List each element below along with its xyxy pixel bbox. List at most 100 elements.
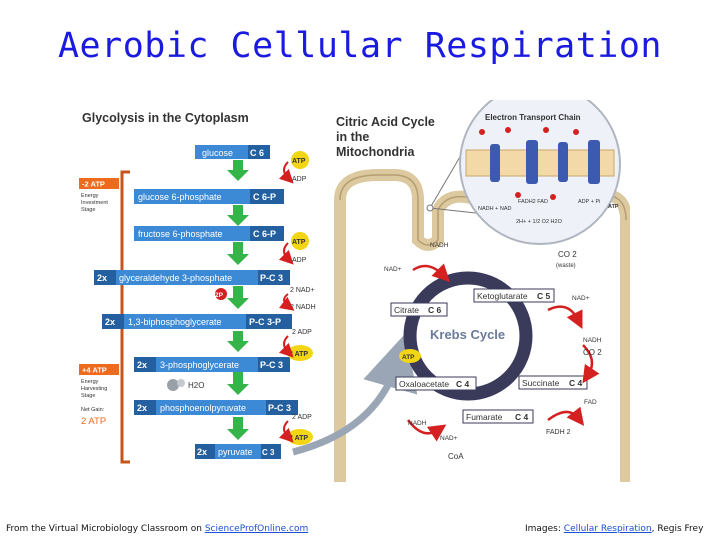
investment-badge: -2 ATP Energy Investment Stage	[79, 178, 119, 213]
etc-inset: Electron Transport Chain NADH + NAD FADH…	[459, 83, 621, 245]
nad-label: NAD+	[572, 295, 590, 302]
nad-label: 2 NAD+	[290, 287, 315, 294]
glycolysis-step: 2x pyruvate C 3	[195, 444, 281, 459]
glycolysis-heading: Glycolysis in the Cytoplasm	[82, 111, 249, 125]
svg-text:C 4: C 4	[569, 378, 583, 388]
adp-label: ADP	[292, 176, 307, 183]
krebs-intermediate: Ketoglutarate C 5	[473, 288, 555, 303]
cofactor-arrows	[407, 263, 600, 442]
glycolysis-step: fructose 6-phosphate C 6-P	[134, 226, 284, 241]
step-carbon: P-C 3-P	[249, 317, 281, 327]
net-gain-label: Net Gain:	[81, 407, 105, 413]
krebs-ring	[403, 271, 533, 401]
nadh-label: NADH	[583, 337, 602, 344]
svg-text:+4 ATP: +4 ATP	[82, 366, 107, 375]
svg-text:Mitochondria: Mitochondria	[336, 145, 416, 159]
step-multiplier: 2x	[137, 360, 147, 370]
glycolysis-step: 2x 1,3-biphosphoglycerate P-C 3-P	[102, 314, 292, 329]
respiration-diagram: Glycolysis in the Cytoplasm glucose C 6 …	[78, 83, 632, 489]
atp-label: ATP	[292, 158, 306, 165]
cellular-respiration-link[interactable]: Cellular Respiration	[563, 524, 652, 534]
phosphate-label: 2P	[215, 292, 224, 299]
net-gain-value: 2 ATP	[81, 416, 106, 427]
water-label: H2O	[188, 381, 204, 390]
nadh-label: NADH	[430, 242, 449, 249]
krebs-intermediate: Succinate C 4	[518, 375, 588, 390]
svg-text:C 5: C 5	[537, 291, 551, 301]
step-carbon: P-C 3	[260, 360, 283, 370]
atp-label: ATP	[402, 354, 415, 361]
scienceprof-link[interactable]: ScienceProfOnline.com	[204, 524, 309, 534]
glycolysis-step: 2x 3-phosphoglycerate P-C 3	[134, 357, 290, 372]
svg-text:in the: in the	[336, 130, 369, 144]
svg-text:ADP + Pi: ADP + Pi	[578, 199, 600, 205]
svg-text:FADH2 FAD: FADH2 FAD	[518, 199, 548, 205]
step-name: phosphoenolpyruvate	[160, 403, 246, 413]
harvest-badge: +4 ATP Energy Harvesting Stage Net Gain:…	[79, 364, 119, 427]
glycolysis-step: glucose 6-phosphate C 6-P	[134, 189, 284, 204]
svg-text:Investment: Investment	[81, 200, 108, 206]
glycolysis-step: 2x phosphoenolpyruvate P-C 3	[134, 400, 298, 415]
glycolysis-panel: Glycolysis in the Cytoplasm glucose C 6 …	[79, 111, 316, 464]
step-multiplier: 2x	[137, 403, 147, 413]
svg-text:Energy: Energy	[81, 193, 99, 199]
step-carbon: C 6-P	[253, 192, 276, 202]
pyruvate-arrow	[292, 333, 418, 456]
svg-text:Harvesting: Harvesting	[81, 386, 107, 392]
svg-text:Ketoglutarate: Ketoglutarate	[477, 291, 528, 301]
step-name: glucose 6-phosphate	[138, 192, 222, 202]
step-name: glucose	[202, 148, 233, 158]
svg-text:Stage: Stage	[81, 207, 95, 213]
co2-label: CO 2	[583, 348, 602, 357]
krebs-heading: Citric Acid Cycle	[336, 115, 435, 129]
co2-label: CO 2	[558, 250, 577, 259]
adp-label: ADP	[292, 257, 307, 264]
step-name: 1,3-biphosphoglycerate	[128, 317, 222, 327]
krebs-intermediate: Citrate C 6	[390, 302, 448, 317]
step-multiplier: 2x	[197, 447, 207, 457]
step-multiplier: 2x	[97, 273, 107, 283]
green-arrows	[227, 160, 249, 440]
atp-label: ATP	[292, 239, 306, 246]
adp-label: 2 ADP	[292, 414, 312, 421]
svg-text:Fumarate: Fumarate	[466, 412, 503, 422]
step-name: fructose 6-phosphate	[138, 229, 223, 239]
svg-text:Oxaloacetate: Oxaloacetate	[399, 379, 449, 389]
footer-credit: From the Virtual Microbiology Classroom …	[6, 524, 309, 534]
step-name: pyruvate	[218, 447, 253, 457]
step-carbon: P-C 3	[260, 273, 283, 283]
step-multiplier: 2x	[105, 317, 115, 327]
slide-title: Aerobic Cellular Respiration	[57, 26, 662, 66]
nadh-label: NADH	[408, 420, 427, 427]
step-carbon: C 6-P	[253, 229, 276, 239]
svg-text:2H+ + 1/2 O2 H2O: 2H+ + 1/2 O2 H2O	[516, 219, 563, 225]
step-name: 3-phosphoglycerate	[160, 360, 239, 370]
krebs-intermediate: Fumarate C 4	[462, 409, 534, 424]
co2-note: (waste)	[556, 263, 576, 269]
glycolysis-step: glucose C 6	[195, 145, 270, 159]
krebs-cycle-label: Krebs Cycle	[430, 327, 505, 342]
fad-label: FAD	[584, 399, 597, 406]
footer-image-credit: Images: Cellular Respiration, Regis Frey	[525, 524, 704, 534]
atp-label: 2 ATP	[289, 351, 308, 358]
coa-label: CoA	[448, 452, 464, 461]
adp-label: 2 ADP	[292, 329, 312, 336]
svg-text:Citrate: Citrate	[394, 305, 419, 315]
svg-text:-2 ATP: -2 ATP	[82, 180, 105, 189]
svg-text:C 4: C 4	[456, 379, 470, 389]
svg-text:ATP: ATP	[608, 204, 619, 210]
svg-text:Stage: Stage	[81, 393, 95, 399]
etc-heading: Electron Transport Chain	[485, 113, 581, 122]
svg-text:C 6: C 6	[428, 305, 442, 315]
svg-text:Energy: Energy	[81, 379, 99, 385]
nad-label: NAD+	[384, 266, 402, 273]
atp-markers: ATP ADP ATP ADP 2 NAD+ 2 NADH 2P 2 ADP 2…	[167, 151, 316, 445]
glycolysis-step: 2x glyceraldehyde 3-phosphate P-C 3	[94, 270, 290, 285]
fadh2-label: FADH 2	[546, 429, 571, 436]
nad-label: NAD+	[440, 435, 458, 442]
svg-text:C 4: C 4	[515, 412, 529, 422]
step-name: glyceraldehyde 3-phosphate	[119, 273, 232, 283]
step-carbon: C 6	[250, 148, 264, 158]
atp-label: 2 ATP	[289, 435, 308, 442]
step-carbon: P-C 3	[268, 403, 291, 413]
